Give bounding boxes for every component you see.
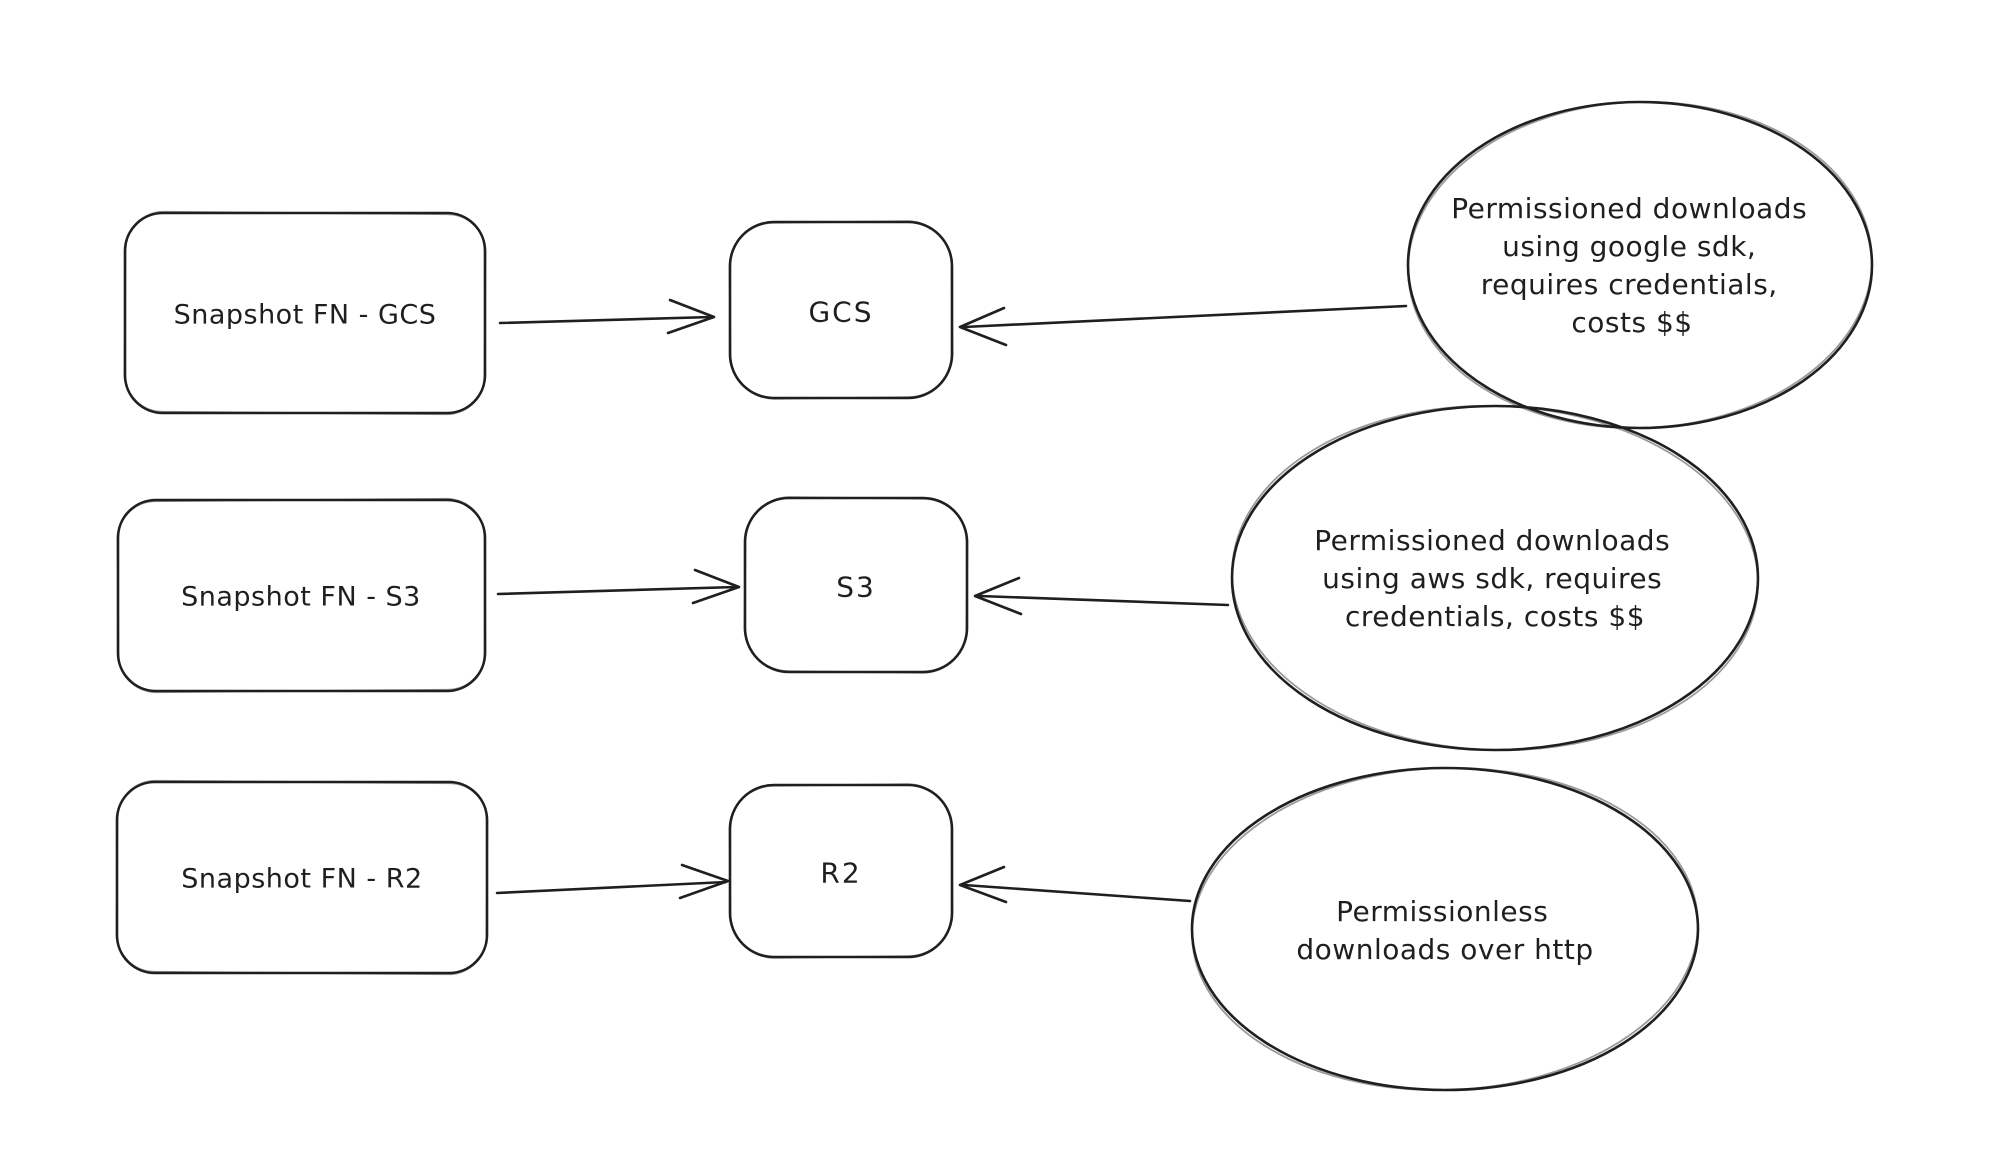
annotation-s3-shape bbox=[1230, 404, 1760, 752]
node-snapshot-fn-gcs[interactable]: Snapshot FN - GCS bbox=[123, 210, 487, 416]
node-snapshot-fn-s3[interactable]: Snapshot FN - S3 bbox=[116, 497, 487, 694]
arrow-shaft bbox=[498, 315, 714, 325]
annotation-r2-shape bbox=[1190, 766, 1700, 1092]
arrow-annotation-to-gcs[interactable] bbox=[958, 304, 1408, 347]
arrow-shaft bbox=[977, 594, 1230, 607]
arrow-snapshot-gcs-to-gcs[interactable] bbox=[498, 298, 716, 335]
arrow-snapshot-s3-to-s3[interactable] bbox=[496, 568, 741, 605]
arrow-shaft bbox=[495, 880, 728, 895]
arrow-shaft bbox=[962, 883, 1192, 903]
annotation-ellipse-r2[interactable]: Permissionless downloads over http bbox=[1187, 759, 1704, 1098]
target-box-r2-label: R2 bbox=[820, 857, 861, 890]
arrow-head-icon bbox=[973, 576, 1023, 616]
annotation-ellipse-s3[interactable]: Permissioned downloads using aws sdk, re… bbox=[1226, 397, 1764, 759]
target-box-r2-shape bbox=[728, 783, 954, 959]
annotation-gcs-sketch bbox=[1407, 100, 1873, 430]
annotation-r2-sketch bbox=[1191, 766, 1699, 1092]
arrow-shaft bbox=[496, 585, 739, 596]
annotation-gcs-text: Permissioned downloads using google sdk,… bbox=[1451, 192, 1813, 339]
node-s3[interactable]: S3 bbox=[743, 496, 969, 674]
target-box-s3-label: S3 bbox=[836, 571, 876, 604]
arrow-snapshot-r2-to-r2[interactable] bbox=[495, 863, 730, 900]
annotation-s3-text: Permissioned downloads using aws sdk, re… bbox=[1314, 524, 1676, 633]
source-box-gcs-label: Snapshot FN - GCS bbox=[174, 300, 437, 331]
annotation-gcs-shape bbox=[1406, 100, 1874, 430]
node-r2[interactable]: R2 bbox=[728, 783, 954, 959]
arrow-head-icon bbox=[678, 863, 730, 900]
arrow-annotation-to-s3[interactable] bbox=[973, 576, 1230, 616]
source-box-s3-label: Snapshot FN - S3 bbox=[181, 582, 421, 613]
arrow-annotation-to-r2[interactable] bbox=[958, 865, 1192, 904]
arrow-head-icon bbox=[958, 306, 1008, 347]
target-box-s3-shape bbox=[743, 496, 969, 674]
target-box-gcs-label: GCS bbox=[808, 296, 873, 329]
source-box-r2-label: Snapshot FN - R2 bbox=[181, 864, 422, 895]
source-box-gcs-shape bbox=[123, 211, 487, 415]
source-box-r2-shape bbox=[115, 780, 489, 975]
annotation-r2-text: Permissionless downloads over http bbox=[1296, 895, 1593, 966]
node-snapshot-fn-r2[interactable]: Snapshot FN - R2 bbox=[115, 779, 489, 976]
source-box-s3-shape bbox=[116, 498, 487, 693]
arrow-head-icon bbox=[666, 298, 716, 335]
annotation-ellipse-gcs[interactable]: Permissioned downloads using google sdk,… bbox=[1402, 93, 1878, 437]
arrow-shaft bbox=[962, 304, 1408, 329]
arrow-head-icon bbox=[691, 568, 741, 605]
arrow-head-icon bbox=[958, 865, 1008, 904]
node-gcs[interactable]: GCS bbox=[728, 220, 954, 400]
target-box-gcs-shape bbox=[728, 220, 954, 400]
